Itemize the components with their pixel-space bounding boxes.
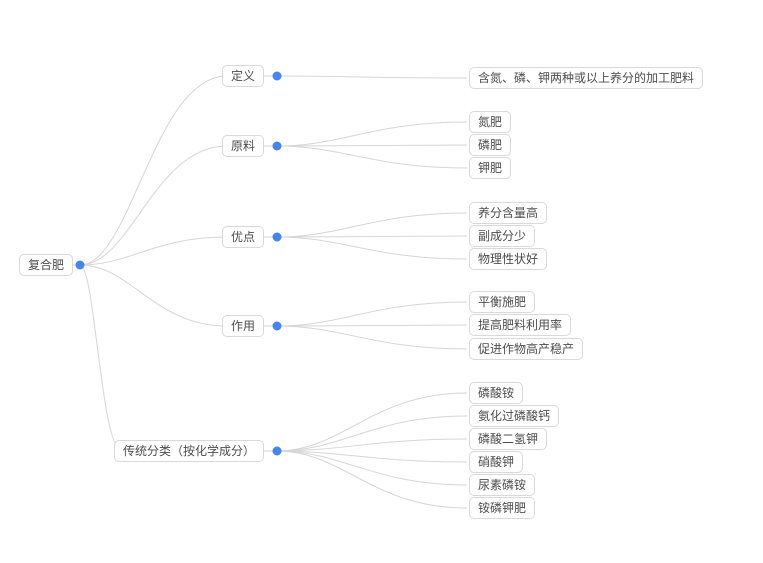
connector-edge — [276, 450, 468, 486]
leaf-node[interactable]: 物理性状好 — [469, 248, 548, 270]
connector-edge — [276, 325, 468, 350]
branch-node-definition[interactable]: 定义 — [221, 65, 264, 87]
leaf-node[interactable]: 氮肥 — [469, 111, 512, 133]
leaf-node[interactable]: 促进作物高产稳产 — [469, 338, 584, 360]
connector-edge — [276, 144, 468, 147]
branch-dot-materials[interactable] — [272, 141, 282, 151]
connector-edge — [79, 264, 123, 452]
connector-edge — [276, 450, 468, 509]
root-branch-dot[interactable] — [75, 260, 85, 270]
branch-node-advantages[interactable]: 优点 — [221, 226, 264, 248]
connector-edge — [276, 212, 468, 238]
branch-dot-classification[interactable] — [272, 446, 282, 456]
connector-edge — [276, 324, 468, 327]
connector-edge — [276, 121, 468, 147]
connector-edge — [276, 75, 468, 79]
branch-dot-definition[interactable] — [272, 71, 282, 81]
leaf-node[interactable]: 尿素磷铵 — [469, 474, 536, 496]
leaf-node[interactable]: 养分含量高 — [469, 202, 548, 224]
leaf-node[interactable]: 钾肥 — [469, 157, 512, 179]
leaf-node[interactable]: 磷肥 — [469, 134, 512, 156]
branch-node-functions[interactable]: 作用 — [221, 315, 264, 337]
leaf-node[interactable]: 平衡施肥 — [469, 291, 536, 313]
branch-node-materials[interactable]: 原料 — [221, 135, 264, 157]
root-node[interactable]: 复合肥 — [19, 254, 74, 276]
connector-edge — [79, 236, 228, 266]
leaf-node[interactable]: 硝酸钾 — [469, 451, 524, 473]
connector-edge — [79, 75, 228, 266]
connector-edge — [276, 236, 468, 260]
connector-edge — [276, 438, 468, 452]
leaf-node[interactable]: 磷酸铵 — [469, 382, 524, 404]
connector-edge — [276, 235, 468, 238]
leaf-node[interactable]: 磷酸二氢钾 — [469, 428, 548, 450]
leaf-node[interactable]: 副成分少 — [469, 225, 536, 247]
branch-dot-advantages[interactable] — [272, 232, 282, 242]
branch-dot-functions[interactable] — [272, 321, 282, 331]
leaf-node[interactable]: 氨化过磷酸钙 — [469, 405, 560, 427]
connector-edge — [276, 392, 468, 452]
leaf-node[interactable]: 提高肥料利用率 — [469, 314, 572, 336]
branch-node-classification[interactable]: 传统分类（按化学成分） — [113, 440, 264, 462]
connector-edge — [276, 301, 468, 327]
leaf-node[interactable]: 铵磷钾肥 — [469, 497, 536, 519]
leaf-node[interactable]: 含氮、磷、钾两种或以上养分的加工肥料 — [469, 67, 704, 89]
connector-edge — [79, 145, 228, 266]
connector-edge — [79, 264, 228, 327]
connector-edge — [276, 145, 468, 169]
connector-edge — [276, 415, 468, 452]
connector-edge — [276, 450, 468, 463]
